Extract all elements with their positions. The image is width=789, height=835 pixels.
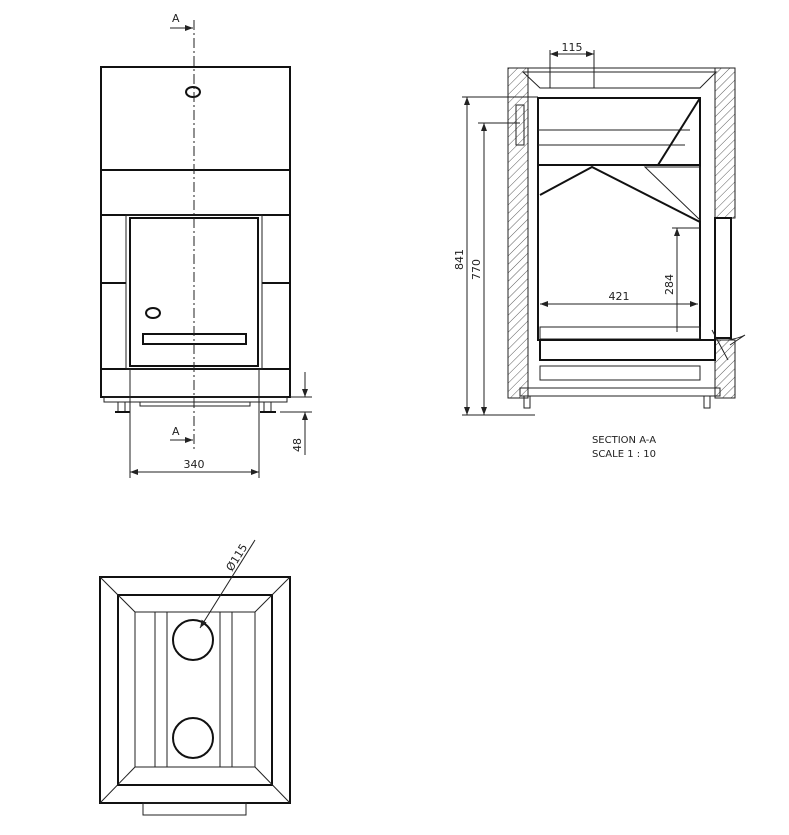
top-view: Ø115 [99, 539, 291, 816]
logo-icon [185, 86, 201, 98]
dim-width: 340 [184, 458, 205, 471]
section-scale: SCALE 1 : 10 [592, 449, 656, 460]
section-view: 841 770 115 421 284 SECTION A-A SCALE 1 … [453, 41, 746, 460]
dim-flue-diameter: Ø115 [224, 542, 251, 574]
front-view: A A 340 48 [100, 12, 312, 478]
dim-flue-diameter-top: 115 [562, 41, 583, 54]
flue-outlet-rear [172, 717, 214, 759]
logo-icon [145, 307, 161, 319]
dim-total-height: 841 [453, 249, 466, 270]
section-mark-bottom: A [172, 425, 180, 438]
dim-firebox-height: 284 [663, 274, 676, 295]
section-title: SECTION A-A [592, 435, 656, 446]
flue-outlet-top [172, 619, 214, 661]
section-mark-top: A [172, 12, 180, 25]
dim-feet-height: 48 [291, 438, 304, 452]
dim-firebox-depth: 421 [609, 290, 630, 303]
dim-flue-height: 770 [470, 259, 483, 280]
